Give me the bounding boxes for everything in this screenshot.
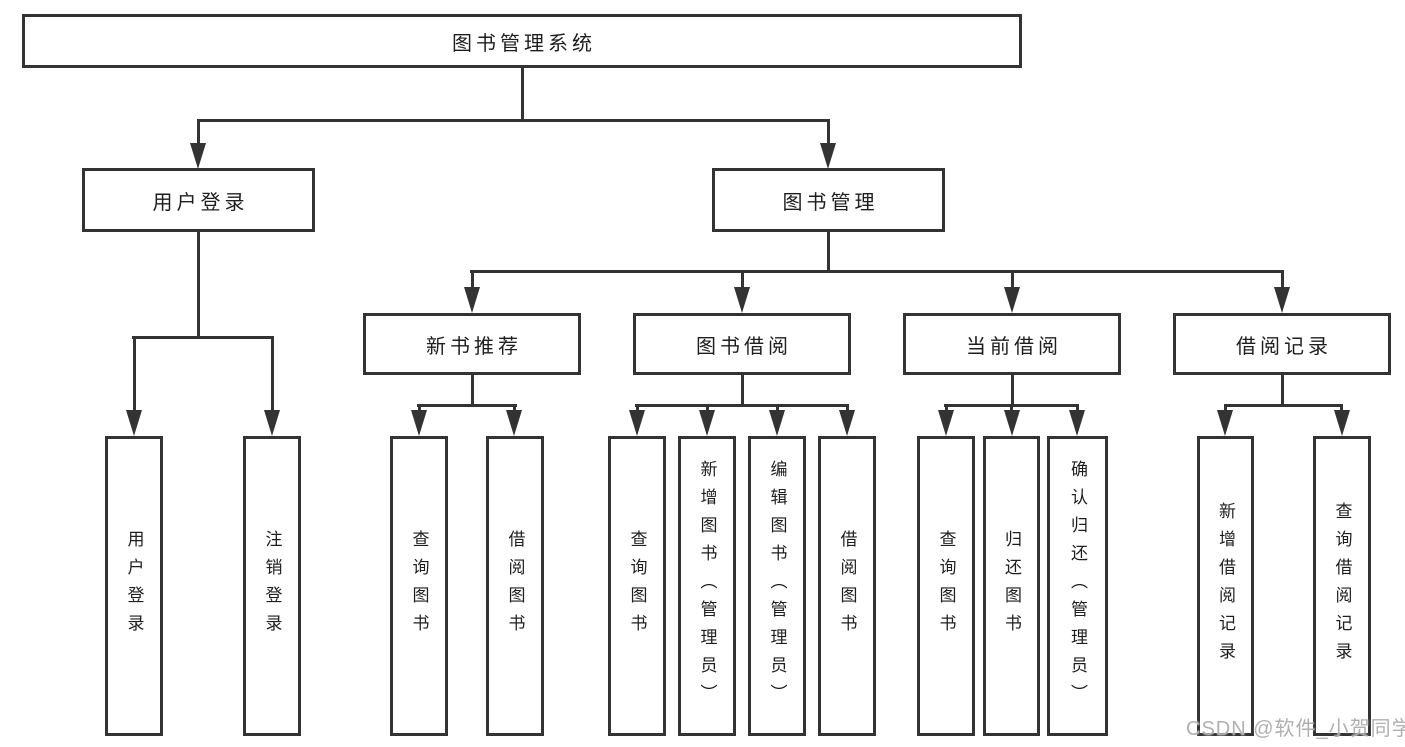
- node-current-borrow: 当前借阅: [903, 313, 1121, 375]
- node-root: 图书管理系统: [22, 14, 1022, 68]
- arrow-down-icon: [190, 143, 206, 169]
- arrow-down-icon: [1069, 410, 1085, 436]
- connector-userlogin-arm-1: [133, 336, 136, 412]
- arrow-down-icon: [1004, 287, 1020, 313]
- node-current-borrow-label: 当前借阅: [966, 335, 1062, 358]
- leaf-current-confirm-return-admin: 确认归还（管理员）: [1047, 436, 1108, 736]
- leaf-user-login: 用户登录: [105, 436, 163, 736]
- connector-root-arm-left: [197, 119, 200, 147]
- connector-root-arm-right: [827, 119, 830, 147]
- connector-bookborrow-arm-4: [846, 404, 849, 414]
- connector-newrec-arm-1: [418, 404, 421, 414]
- node-user-login: 用户登录: [82, 168, 315, 232]
- leaf-borrow-add-books-admin: 新增图书（管理员）: [678, 436, 736, 736]
- leaf-newrec-borrow-books: 借阅图书: [486, 436, 544, 736]
- connector-records-bar: [1224, 404, 1343, 407]
- leaf-newrec-query-books: 查询图书: [390, 436, 448, 736]
- leaf-newrec-borrow-books-label: 借阅图书: [505, 530, 525, 642]
- connector-bookmgmt-stem: [827, 232, 830, 273]
- arrow-down-icon: [126, 410, 142, 436]
- node-borrow-records: 借阅记录: [1173, 313, 1391, 375]
- connector-userlogin-stem: [197, 232, 200, 339]
- node-borrow-records-label: 借阅记录: [1236, 335, 1332, 358]
- connector-records-arm-1: [1224, 404, 1227, 414]
- node-book-borrow-label: 图书借阅: [696, 335, 792, 358]
- leaf-records-add-record-label: 新增借阅记录: [1216, 502, 1235, 670]
- leaf-records-query-record: 查询借阅记录: [1313, 436, 1371, 736]
- connector-newrec-arm-2: [513, 404, 516, 414]
- leaf-current-query-books-label: 查询图书: [936, 530, 956, 642]
- connector-newrec-bar: [417, 404, 517, 407]
- connector-records-stem: [1281, 375, 1284, 407]
- connector-bookmgmt-arm-4: [1281, 270, 1284, 292]
- connector-bookborrow-stem: [741, 375, 744, 407]
- arrow-down-icon: [699, 410, 715, 436]
- connector-bookmgmt-arm-3: [1011, 270, 1014, 292]
- leaf-current-return-books: 归还图书: [983, 436, 1040, 736]
- node-book-borrow: 图书借阅: [633, 313, 851, 375]
- csdn-watermark: CSDN @软件_小贺同学: [1186, 718, 1405, 740]
- leaf-borrow-query-books: 查询图书: [608, 436, 666, 736]
- leaf-borrow-borrow-books: 借阅图书: [818, 436, 876, 736]
- arrow-down-icon: [938, 410, 954, 436]
- connector-current-arm-3: [1076, 404, 1079, 414]
- connector-bookmgmt-arm-1: [471, 270, 474, 292]
- leaf-records-query-record-label: 查询借阅记录: [1332, 502, 1352, 670]
- node-book-mgmt-label: 图书管理: [782, 191, 879, 214]
- leaf-logout: 注销登录: [243, 436, 301, 736]
- arrow-down-icon: [734, 287, 750, 313]
- connector-bookborrow-arm-3: [776, 404, 779, 414]
- connector-current-stem: [1011, 375, 1014, 407]
- arrow-down-icon: [506, 410, 522, 436]
- leaf-newrec-query-books-label: 查询图书: [409, 530, 429, 642]
- connector-bookmgmt-bar: [470, 270, 1283, 273]
- arrow-down-icon: [839, 410, 855, 436]
- leaf-borrow-borrow-books-label: 借阅图书: [837, 530, 857, 642]
- arrow-down-icon: [411, 410, 427, 436]
- node-new-rec: 新书推荐: [363, 313, 581, 375]
- leaf-logout-label: 注销登录: [262, 530, 282, 642]
- connector-bookborrow-arm-2: [706, 404, 709, 414]
- arrow-down-icon: [464, 287, 480, 313]
- leaf-user-login-label: 用户登录: [124, 530, 144, 642]
- leaf-borrow-query-books-label: 查询图书: [627, 530, 647, 642]
- node-book-mgmt: 图书管理: [712, 168, 945, 232]
- leaf-current-query-books: 查询图书: [917, 436, 975, 736]
- connector-records-arm-2: [1340, 404, 1343, 414]
- arrow-down-icon: [1004, 410, 1020, 436]
- arrow-down-icon: [264, 410, 280, 436]
- connector-userlogin-arm-2: [271, 336, 274, 412]
- connector-bookborrow-bar: [635, 404, 848, 407]
- leaf-current-confirm-return-admin-label: 确认归还（管理员）: [1068, 460, 1087, 712]
- connector-bookmgmt-arm-2: [741, 270, 744, 292]
- leaf-borrow-edit-books-admin-label: 编辑图书（管理员）: [767, 460, 787, 712]
- arrow-down-icon: [820, 143, 836, 169]
- leaf-borrow-edit-books-admin: 编辑图书（管理员）: [748, 436, 806, 736]
- connector-userlogin-bar: [132, 336, 274, 339]
- connector-bookborrow-arm-1: [636, 404, 639, 414]
- node-new-rec-label: 新书推荐: [426, 335, 522, 358]
- arrow-down-icon: [769, 410, 785, 436]
- arrow-down-icon: [1274, 287, 1290, 313]
- connector-newrec-stem: [471, 375, 474, 407]
- connector-current-arm-1: [945, 404, 948, 414]
- connector-root-bar: [197, 119, 830, 122]
- node-user-login-label: 用户登录: [152, 191, 249, 214]
- arrow-down-icon: [1217, 410, 1233, 436]
- leaf-current-return-books-label: 归还图书: [1002, 530, 1021, 642]
- leaf-borrow-add-books-admin-label: 新增图书（管理员）: [697, 460, 717, 712]
- leaf-records-add-record: 新增借阅记录: [1197, 436, 1254, 736]
- connector-current-arm-2: [1010, 404, 1013, 414]
- node-root-label: 图书管理系统: [452, 32, 596, 55]
- arrow-down-icon: [1334, 410, 1350, 436]
- connector-root-stem: [521, 68, 524, 121]
- arrow-down-icon: [629, 410, 645, 436]
